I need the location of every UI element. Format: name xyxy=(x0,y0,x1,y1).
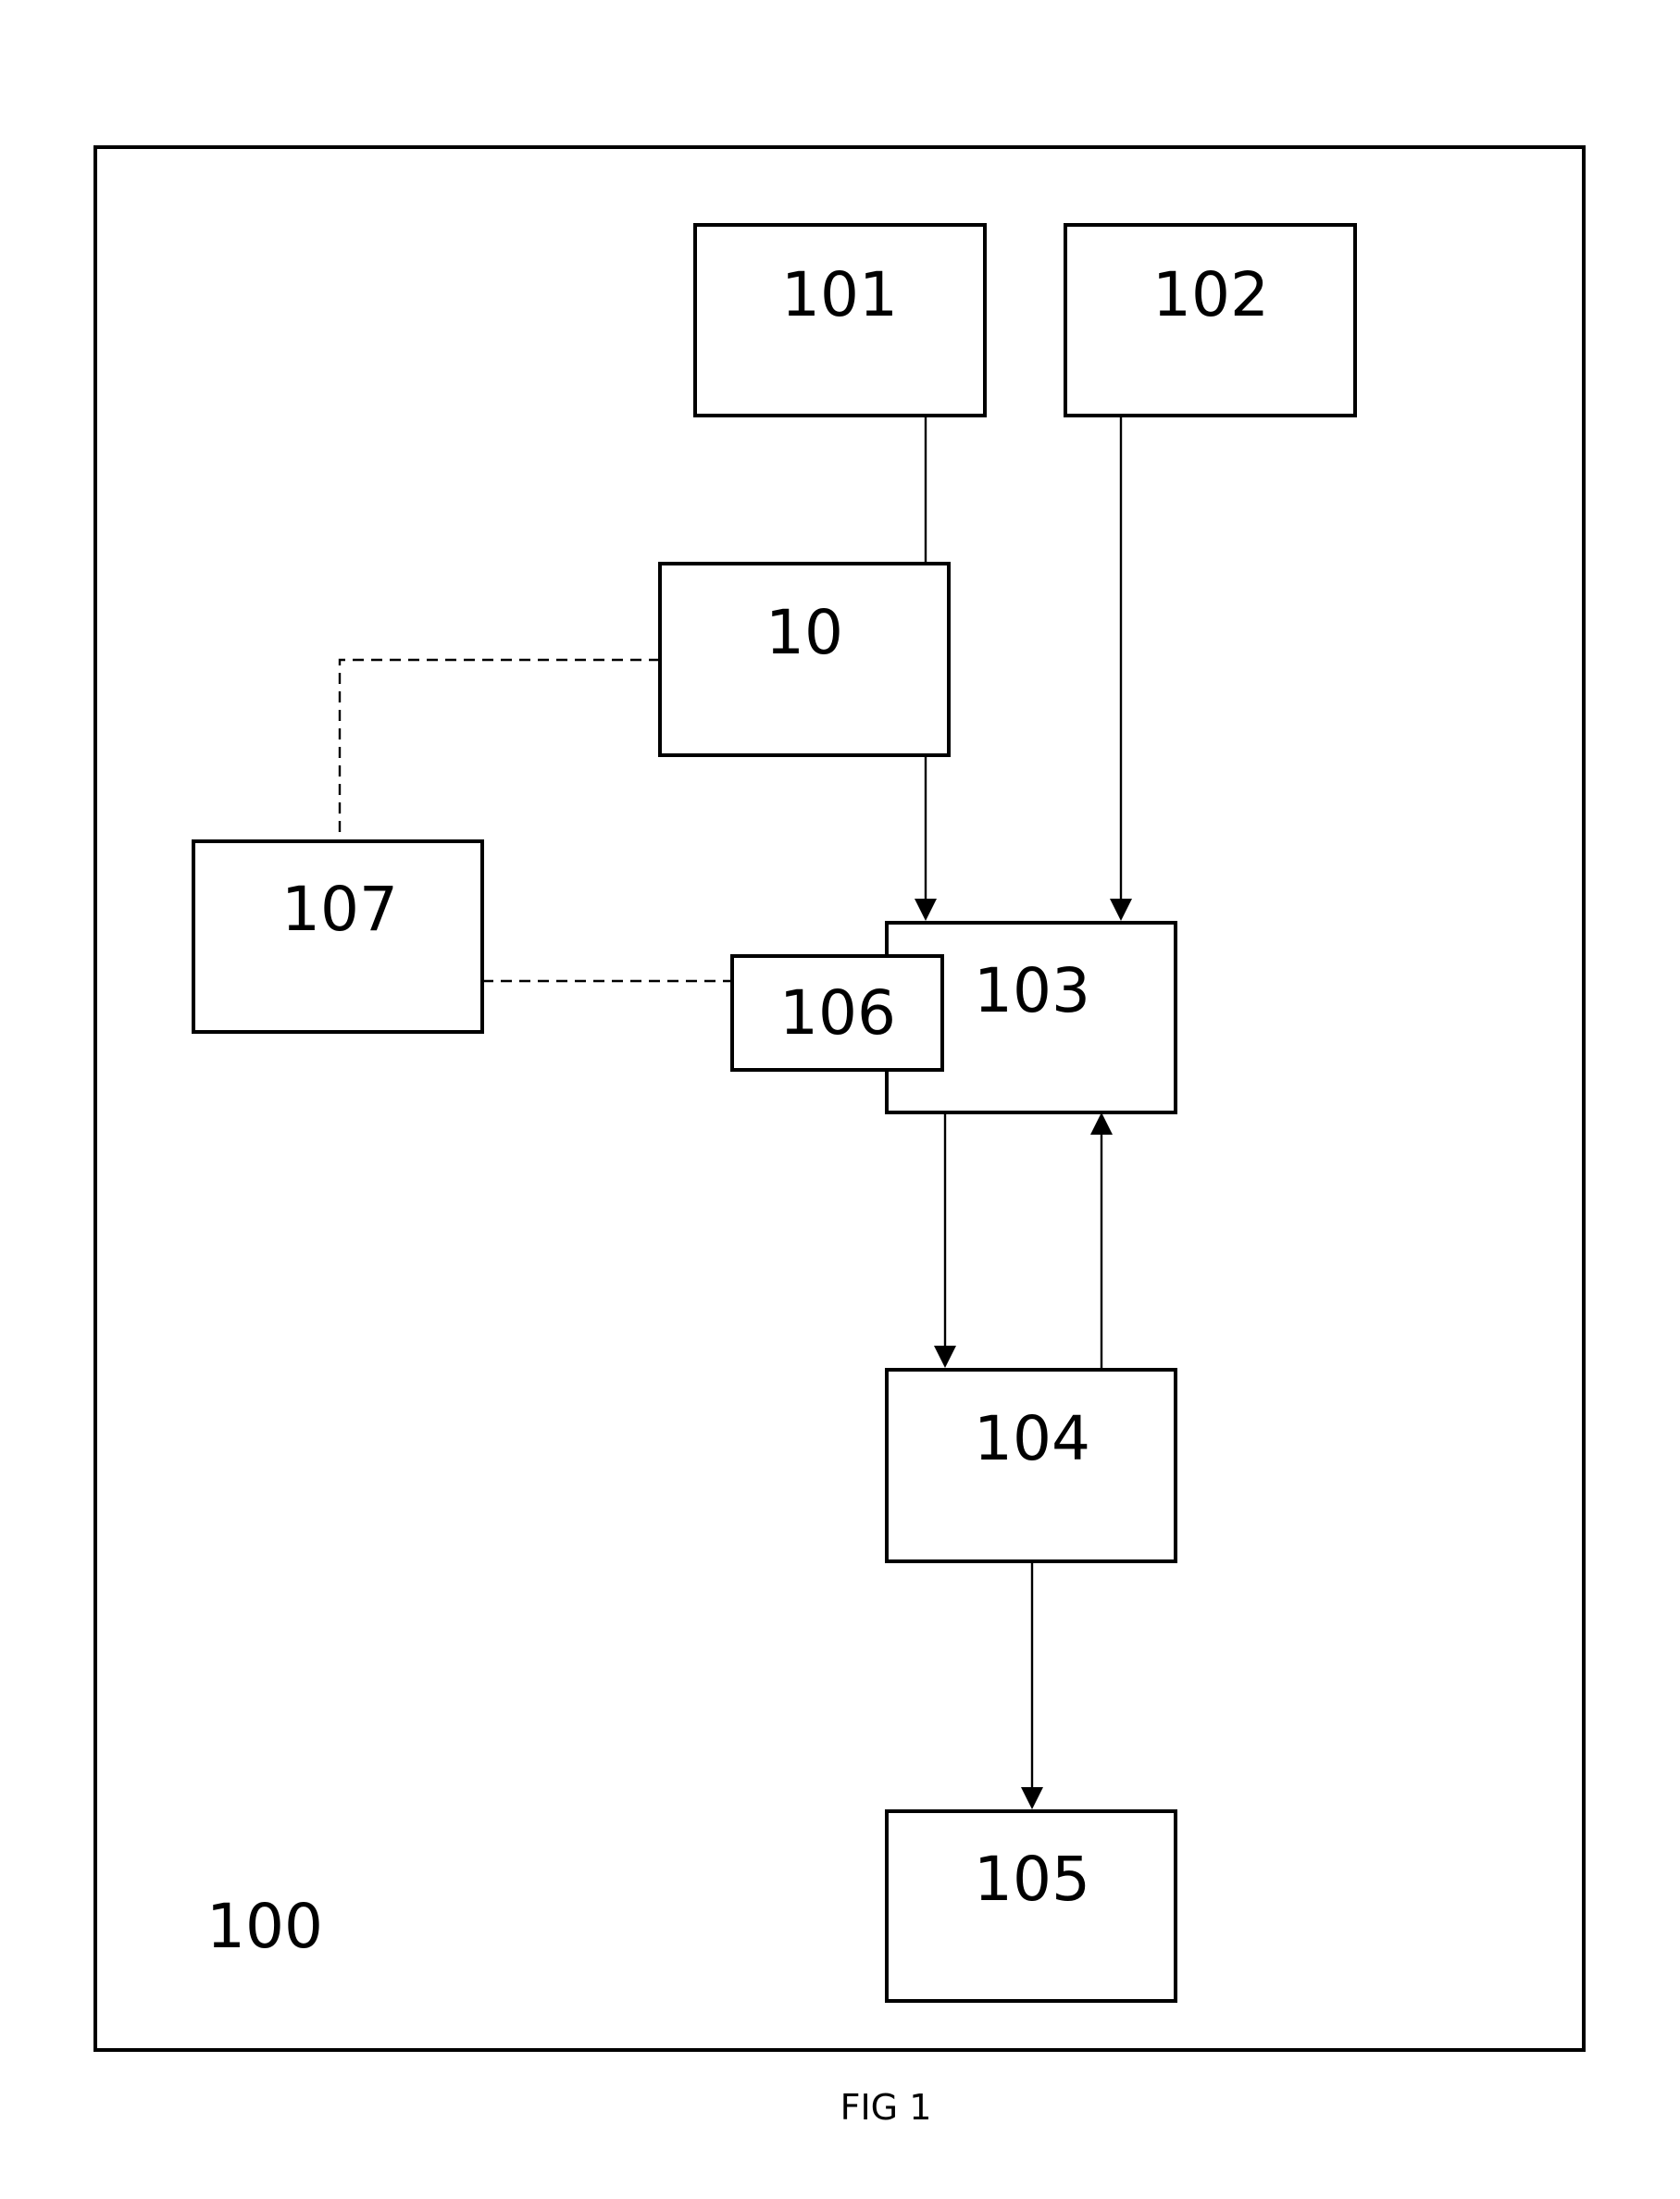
block-106-label: 106 xyxy=(779,977,896,1049)
system-label: 100 xyxy=(206,1891,323,1962)
arrowhead-10-to-103 xyxy=(915,899,937,921)
block-102-box xyxy=(1064,223,1357,417)
block-102-label: 102 xyxy=(1152,259,1269,330)
system-frame xyxy=(93,145,1586,2052)
block-103-label: 103 xyxy=(974,955,1090,1026)
block-10-box xyxy=(658,562,951,757)
block-102: 102 xyxy=(1064,223,1357,417)
figure-caption: FIG 1 xyxy=(840,2087,932,2128)
block-10: 10 xyxy=(658,562,951,757)
block-106: 106 xyxy=(730,954,944,1072)
block-101-label: 101 xyxy=(781,259,898,330)
dashed-line-10-to-107 xyxy=(338,658,660,841)
block-10-label: 10 xyxy=(765,597,843,668)
block-107-box xyxy=(192,839,484,1034)
block-105-box xyxy=(885,1809,1177,2003)
block-104-label: 104 xyxy=(974,1403,1090,1474)
block-107: 107 xyxy=(192,839,484,1034)
arrowhead-103-to-104 xyxy=(934,1346,956,1368)
block-106-box xyxy=(730,954,944,1072)
block-104-box xyxy=(885,1368,1177,1563)
block-104: 104 xyxy=(885,1368,1177,1563)
block-105: 105 xyxy=(885,1809,1177,2003)
arrowhead-104-to-105 xyxy=(1021,1787,1043,1809)
block-101-box xyxy=(693,223,987,417)
arrowhead-104-to-103 xyxy=(1090,1112,1113,1135)
block-107-label: 107 xyxy=(281,874,398,945)
block-105-label: 105 xyxy=(974,1844,1090,1915)
arrowhead-102-to-103 xyxy=(1110,899,1132,921)
block-101: 101 xyxy=(693,223,987,417)
